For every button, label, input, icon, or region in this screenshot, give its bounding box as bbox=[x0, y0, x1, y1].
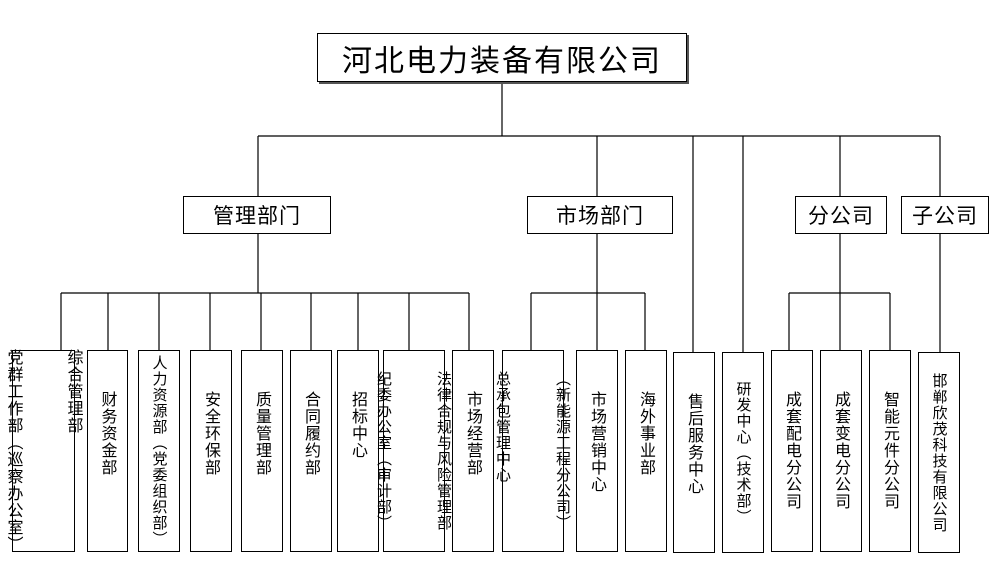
dept-quality: 质量管理部 bbox=[241, 350, 283, 552]
dept-label: 邯郸欣茂科技有限公司 bbox=[930, 372, 949, 533]
dept-hr-text: 人力资源部（党委组织部） bbox=[112, 355, 207, 547]
dept-sales-text: 市场营销中心 bbox=[547, 391, 647, 511]
dept-marketing-text: 市场经营部 bbox=[423, 391, 523, 511]
dept-bidding: 招标中心 bbox=[337, 350, 379, 552]
dept-label: 财务资金部 bbox=[98, 391, 118, 476]
dept-label: 人力资源部（党委组织部） bbox=[150, 355, 169, 547]
dept-label: 安全环保部 bbox=[202, 391, 221, 476]
dept-switchgear-text: 成套配电分公司 bbox=[742, 391, 842, 511]
dept-label: 法律合规与风险管理部 bbox=[435, 371, 453, 531]
dept-epc: （新能源工程分公司） 总承包管理中心 bbox=[494, 350, 572, 552]
dept-rnd-text: 研发中心（技术部） bbox=[696, 381, 791, 525]
dept-label: 海外事业部 bbox=[637, 391, 656, 476]
dept-quality-text: 质量管理部 bbox=[212, 391, 312, 511]
dept-label: 合同履约部 bbox=[302, 391, 321, 476]
dept-aftersales: 售后服务中心 bbox=[673, 352, 715, 553]
dept-rnd: 研发中心（技术部） bbox=[722, 352, 764, 553]
group-market-label: 市场部门 bbox=[556, 204, 644, 228]
dept-bidding-text: 招标中心 bbox=[308, 391, 408, 511]
dept-label: 成套变电分公司 bbox=[832, 391, 851, 510]
dept-label: 党群工作部（巡察办公室） bbox=[4, 349, 24, 553]
dept-legal-text: 法律合规与风险管理部 纪委办公室（审计部） bbox=[334, 371, 494, 531]
dept-contract-text: 合同履约部 bbox=[261, 391, 361, 511]
dept-smart-text: 智能元件分公司 bbox=[840, 391, 940, 511]
group-management: 管理部门 bbox=[183, 196, 331, 234]
dept-label: 总承包管理中心 bbox=[494, 371, 512, 483]
dept-label: 综合管理部 bbox=[64, 349, 84, 434]
group-subsidiary: 子公司 bbox=[901, 196, 989, 234]
dept-switchgear: 成套配电分公司 bbox=[771, 350, 813, 552]
dept-overseas: 海外事业部 bbox=[625, 350, 667, 552]
dept-label: 智能元件分公司 bbox=[881, 391, 900, 510]
group-management-label: 管理部门 bbox=[213, 204, 301, 228]
dept-handan-text: 邯郸欣茂科技有限公司 bbox=[892, 373, 987, 533]
dept-label: 市场营销中心 bbox=[588, 391, 607, 493]
dept-label: 研发中心（技术部） bbox=[734, 380, 753, 525]
dept-epc-text: （新能源工程分公司） 总承包管理中心 bbox=[453, 371, 613, 531]
dept-label: 质量管理部 bbox=[253, 391, 272, 476]
dept-party-text: 综合管理部 党群工作部（巡察办公室） bbox=[0, 349, 124, 553]
dept-label: 成套配电分公司 bbox=[783, 391, 802, 510]
dept-overseas-text: 海外事业部 bbox=[596, 391, 696, 511]
dept-finance-text: 财务资金部 bbox=[58, 391, 158, 511]
dept-label: （新能源工程分公司） bbox=[554, 371, 572, 531]
group-branch: 分公司 bbox=[795, 196, 887, 234]
dept-label: 售后服务中心 bbox=[685, 392, 704, 495]
dept-substation-text: 成套变电分公司 bbox=[791, 391, 891, 511]
group-branch-label: 分公司 bbox=[808, 204, 874, 228]
dept-label: 纪委办公室（审计部） bbox=[375, 371, 393, 531]
dept-contract: 合同履约部 bbox=[290, 350, 332, 552]
dept-marketing: 市场经营部 bbox=[452, 350, 494, 552]
dept-party: 综合管理部 党群工作部（巡察办公室） bbox=[5, 349, 84, 553]
dept-safety-text: 安全环保部 bbox=[161, 391, 261, 511]
dept-aftersales-text: 售后服务中心 bbox=[644, 393, 744, 513]
dept-safety: 安全环保部 bbox=[190, 350, 232, 552]
dept-finance: 财务资金部 bbox=[87, 350, 128, 552]
company-root-box: 河北电力装备有限公司 bbox=[317, 33, 687, 82]
dept-substation: 成套变电分公司 bbox=[820, 350, 862, 552]
group-subsidiary-label: 子公司 bbox=[912, 204, 978, 228]
dept-label: 招标中心 bbox=[349, 391, 368, 459]
dept-legal: 法律合规与风险管理部 纪委办公室（审计部） bbox=[375, 350, 453, 552]
company-name: 河北电力装备有限公司 bbox=[342, 43, 662, 79]
dept-handan: 邯郸欣茂科技有限公司 bbox=[918, 352, 960, 553]
dept-hr: 人力资源部（党委组织部） bbox=[138, 350, 180, 552]
dept-smart: 智能元件分公司 bbox=[869, 350, 911, 552]
dept-label: 市场经营部 bbox=[464, 391, 483, 476]
dept-sales: 市场营销中心 bbox=[576, 350, 618, 552]
group-market: 市场部门 bbox=[527, 196, 673, 234]
